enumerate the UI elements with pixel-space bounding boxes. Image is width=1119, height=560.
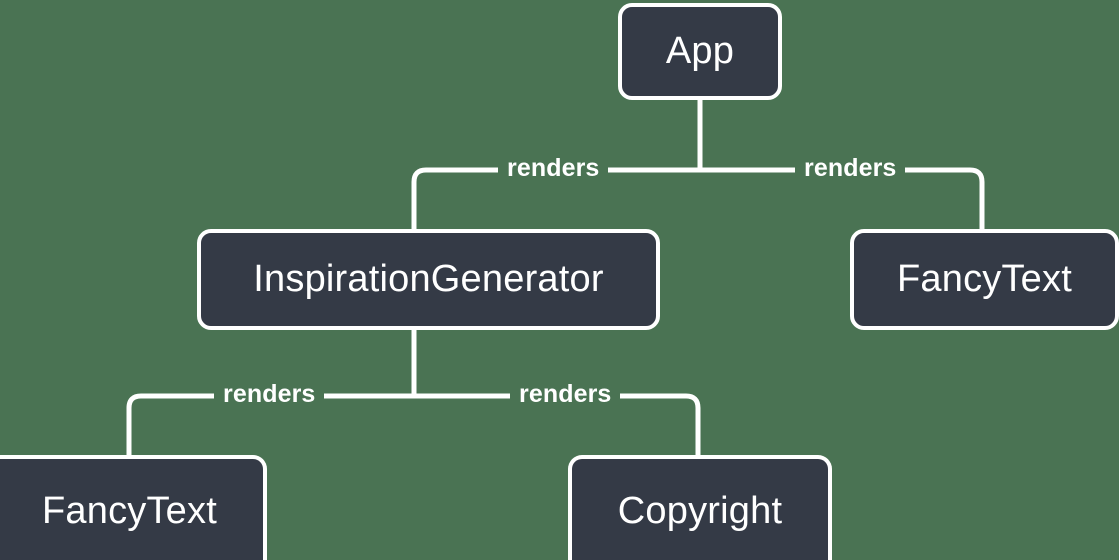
node-fancytext-right[interactable]: FancyText xyxy=(850,229,1119,330)
edge-label-inspirationgenerator-to-fancytext-bottom: renders xyxy=(214,382,325,407)
edge-label-app-to-inspirationgenerator: renders xyxy=(498,156,609,181)
node-app[interactable]: App xyxy=(618,3,782,100)
node-copyright[interactable]: Copyright xyxy=(568,455,832,560)
node-inspirationgenerator[interactable]: InspirationGenerator xyxy=(197,229,660,330)
edge-label-inspirationgenerator-to-copyright: renders xyxy=(510,382,621,407)
node-fancytext-bottom[interactable]: FancyText xyxy=(0,455,267,560)
edge-label-app-to-fancytext-right: renders xyxy=(795,156,906,181)
